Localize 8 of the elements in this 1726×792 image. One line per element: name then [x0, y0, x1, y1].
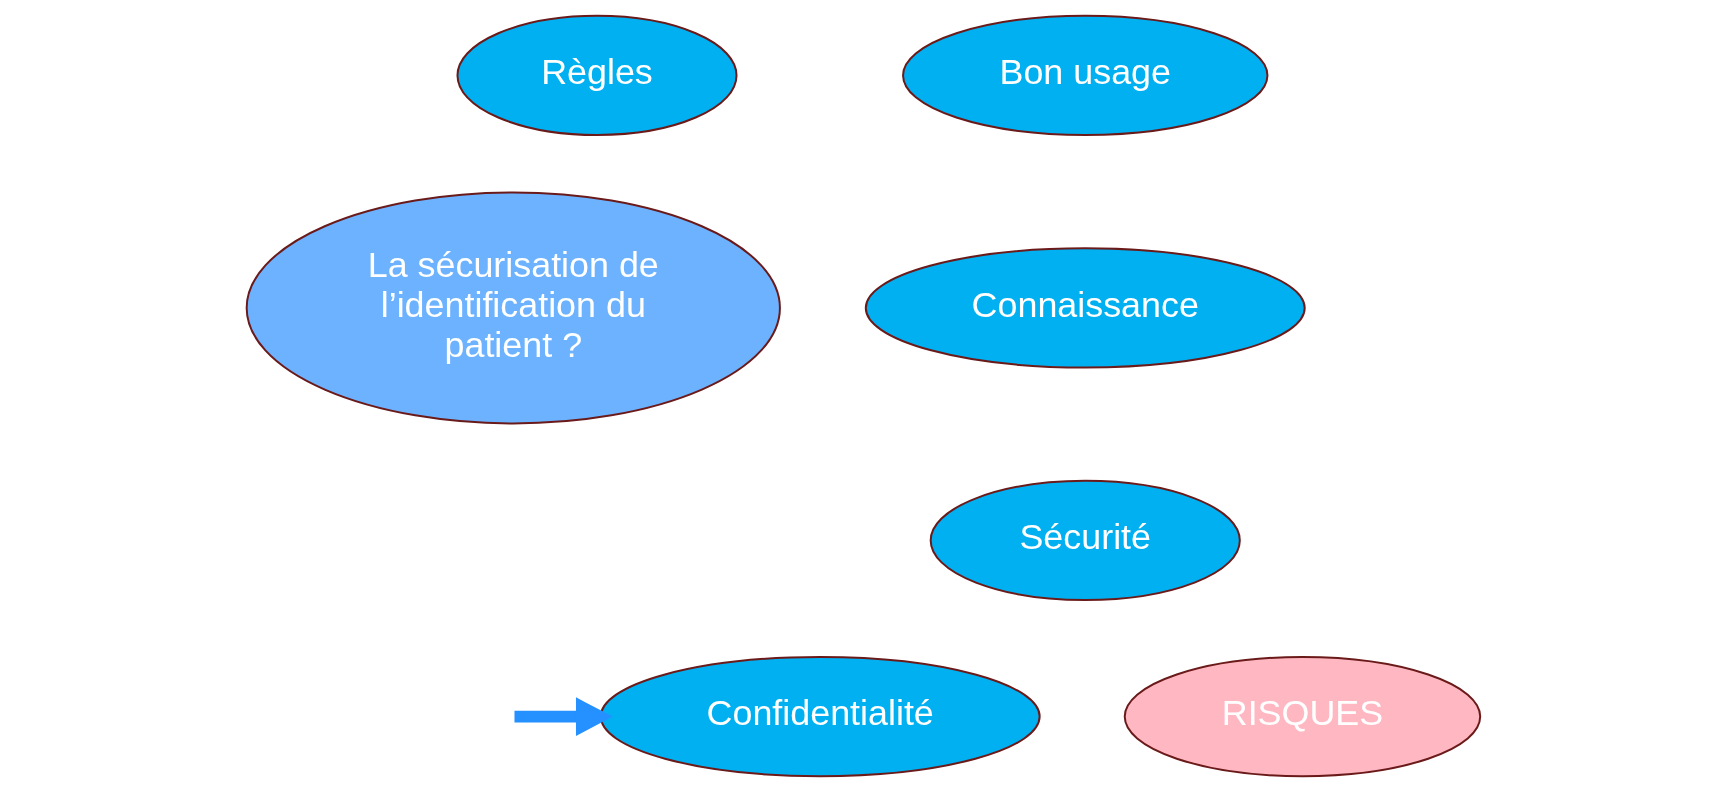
arrow: [514, 697, 613, 736]
node-ellipse: Connaissance: [864, 247, 1306, 369]
node-ellipse: Bon usage: [901, 14, 1268, 136]
node-ellipse: Confidentialité: [599, 656, 1041, 778]
node-ellipse: RISQUES: [1123, 656, 1481, 778]
node-ellipse: La sécurisation de l’identification du patient ?: [245, 191, 781, 425]
node-ellipse: Sécurité: [929, 479, 1241, 602]
node-ellipse: Règles: [456, 14, 737, 136]
